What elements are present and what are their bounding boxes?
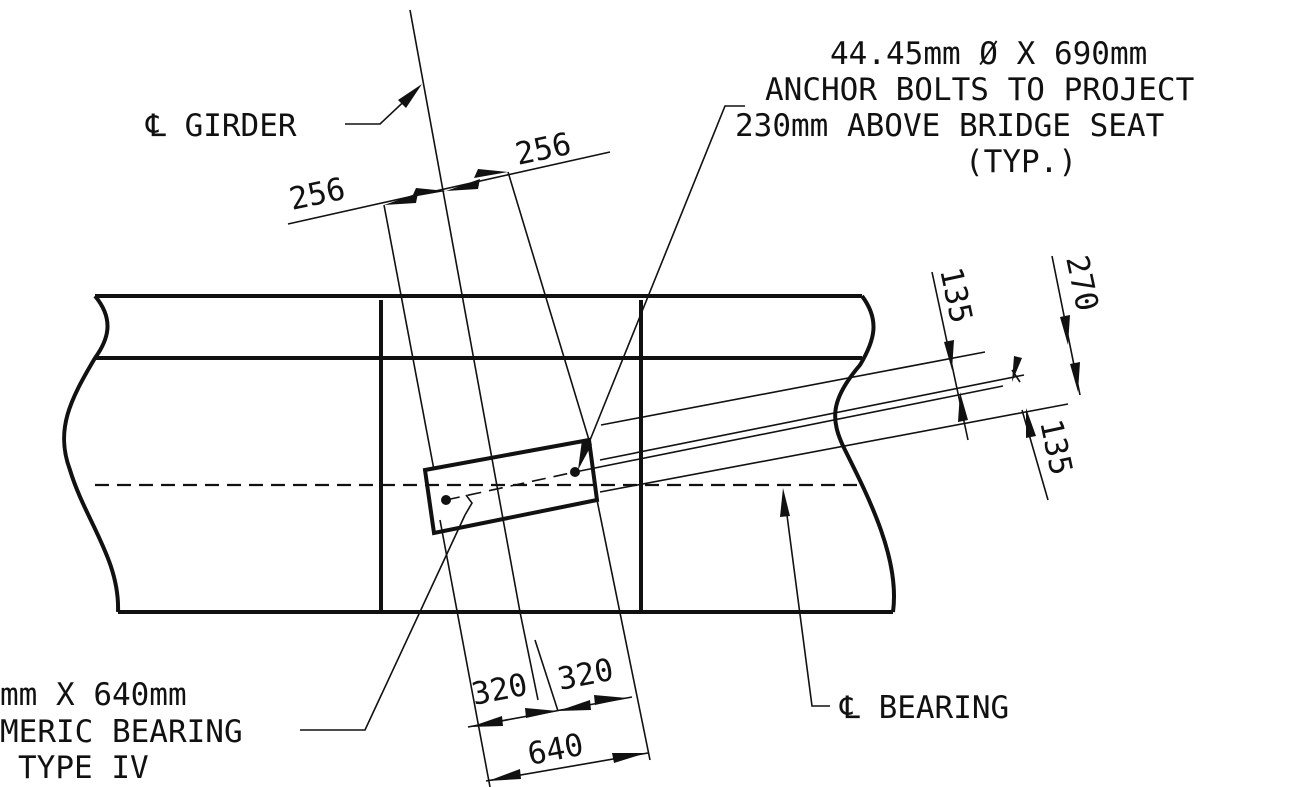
top-dimension: 256 256: [286, 126, 611, 225]
bearing-note-line-2: MERIC BEARING: [0, 714, 243, 750]
label-cl-girder: ℄ GIRDER: [145, 108, 297, 144]
bridge-seat-outline: [62, 294, 896, 614]
bottom-dimension: 320 320 640: [467, 639, 649, 782]
dim-top-right: 256: [512, 126, 574, 173]
centerline-girder: [409, 9, 521, 613]
dim-right-total: 270: [1058, 252, 1105, 314]
anchor-note-line-4: (TYP.): [965, 144, 1077, 180]
bearing-label-group: ℄ BEARING: [780, 488, 1009, 726]
dim-bottom-right: 320: [555, 652, 617, 698]
bearing-note-line-3: TYPE IV: [18, 750, 149, 786]
anchor-note-line-3: 230mm ABOVE BRIDGE SEAT: [735, 108, 1164, 144]
anchor-note-line-2: ANCHOR BOLTS TO PROJECT: [765, 72, 1194, 108]
bearing-note-line-1: mm X 640mm: [0, 677, 187, 713]
label-cl-bearing: ℄ BEARING: [839, 690, 1009, 726]
bearing-note-group: mm X 640mm MERIC BEARING TYPE IV: [0, 494, 473, 786]
dim-top-left: 256: [286, 171, 348, 218]
centerline-girder-extension: [519, 611, 539, 701]
girder-label-group: ℄ GIRDER: [145, 84, 422, 144]
dim-bottom-left: 320: [469, 667, 531, 713]
anchor-note-group: 44.45mm Ø X 690mm ANCHOR BOLTS TO PROJEC…: [578, 36, 1194, 470]
anchor-note-line-1: 44.45mm Ø X 690mm: [830, 36, 1147, 72]
elastomeric-bearing-pad: [422, 437, 600, 536]
dim-right-a: 135: [932, 264, 979, 326]
